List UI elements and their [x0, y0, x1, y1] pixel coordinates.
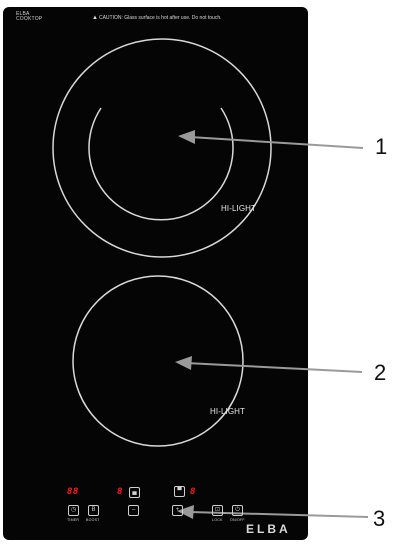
zone1-select-button[interactable]: ▄ — [129, 487, 140, 498]
brand-mark-small: ELBA COOKTOP — [16, 12, 42, 22]
onoff-label: ON/OFF — [230, 518, 245, 522]
plus-icon: + — [175, 507, 180, 513]
boost-label: BOOST — [86, 518, 100, 522]
lock-label: LOCK — [212, 518, 223, 522]
brand-mark-line2: COOKTOP — [16, 16, 43, 22]
zone-indicator-icon: ▀ — [177, 488, 182, 494]
callout-arrow-2 — [175, 356, 363, 373]
zone-indicator-icon: ▄ — [132, 489, 137, 495]
timer-label: TIMER — [67, 518, 80, 522]
plus-button[interactable]: + — [172, 505, 183, 516]
power-button[interactable]: ⏻ — [232, 505, 243, 516]
zone1-inner-ring — [88, 107, 234, 221]
brand-logo: ELBA — [246, 522, 291, 536]
power-icon: ⏻ — [235, 507, 240, 513]
zone2-power-display: 8 — [190, 487, 196, 497]
timer-button[interactable]: ◷ — [68, 505, 79, 516]
warning-triangle-icon: ▲ — [92, 15, 98, 21]
zone1-outer-ring — [52, 38, 272, 258]
zone1-label: HI-LIGHT — [221, 204, 257, 213]
zone2-label: HI-LIGHT — [210, 407, 246, 416]
timer-display: 88 — [67, 487, 79, 497]
caution-text: CAUTION: Glass surface is hot after use.… — [98, 15, 222, 21]
zone2-ring — [72, 275, 244, 447]
callout-arrow-1 — [178, 130, 364, 149]
callout-number-3: 3 — [373, 506, 386, 531]
zone2-select-button[interactable]: ▀ — [174, 486, 185, 497]
callout-number-1: 1 — [375, 134, 388, 159]
lock-icon: ⊡ — [214, 507, 221, 513]
clock-icon: ◷ — [70, 507, 77, 513]
zone1-power-display: 8 — [117, 487, 123, 497]
callout-number-2: 2 — [374, 360, 387, 385]
brand-mark-line1: ELBA — [16, 11, 30, 17]
callout-arrow-3 — [177, 505, 369, 519]
boost-key-glyph: B — [91, 507, 96, 513]
boost-button[interactable]: B — [88, 505, 99, 516]
lock-button[interactable]: ⊡ — [212, 505, 223, 516]
minus-icon: – — [131, 507, 136, 513]
caution-warning: ▲CAUTION: Glass surface is hot after use… — [92, 15, 222, 21]
minus-button[interactable]: – — [128, 505, 139, 516]
